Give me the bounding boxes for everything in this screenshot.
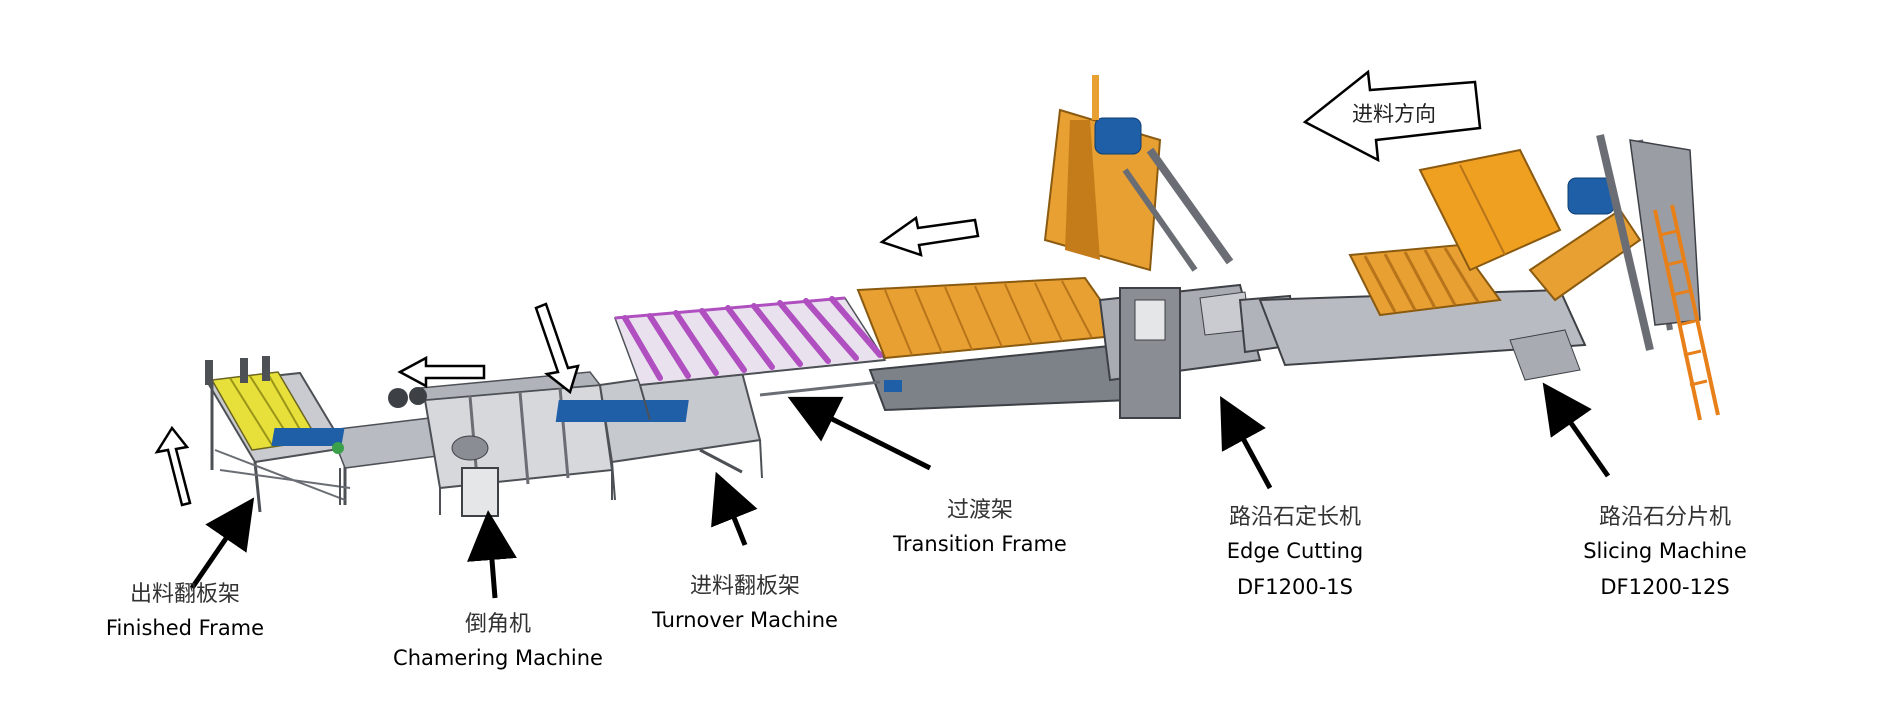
label-finished-frame: 出料翻板架 Finished Frame [85,580,285,646]
slicing-machine [1258,134,1720,421]
turnover-machine [555,296,887,501]
finished-frame-zh: 出料翻板架 [129,582,240,607]
pointer-arrows [189,382,1611,599]
feed-direction-arrow [1302,69,1482,163]
flow-arrow-left-1 [397,355,486,389]
chamfering-en: Chamering Machine [393,646,603,670]
pointer-finished-frame [189,497,255,590]
label-edge-cutting: 路沿石定长机 Edge Cutting DF1200-1S [1195,503,1395,605]
pointer-transition [787,396,932,471]
slicing-model: DF1200-12S [1600,575,1730,599]
transition-frame [759,276,1132,412]
transition-en: Transition Frame [893,532,1067,556]
chamfering-zh: 倒角机 [464,612,531,637]
flow-arrow-down [534,302,580,395]
turnover-zh: 进料翻板架 [689,574,800,599]
flow-arrow-up [154,425,192,507]
edge-cutting-model: DF1200-1S [1237,575,1353,599]
finished-frame-machine [205,356,351,513]
edge-cutting-zh: 路沿石定长机 [1228,505,1361,530]
label-turnover-machine: 进料翻板架 Turnover Machine [635,572,855,638]
turnover-en: Turnover Machine [652,608,838,632]
flow-arrows [154,69,1482,507]
slicing-zh: 路沿石分片机 [1598,505,1731,530]
link-conveyor-1 [271,417,447,505]
pointer-chamfering [467,510,517,599]
label-slicing-machine: 路沿石分片机 Slicing Machine DF1200-12S [1560,503,1770,605]
pointer-edge-cutting [1220,396,1273,490]
label-chamfering-machine: 倒角机 Chamering Machine [388,610,608,676]
pointer-slicing [1542,382,1611,478]
edge-cutting-en: Edge Cutting [1226,539,1364,563]
label-transition-frame: 过渡架 Transition Frame [875,496,1085,562]
pointer-turnover [711,471,758,546]
feed-direction-label: 进料方向 [1352,102,1436,126]
slicing-en: Slicing Machine [1583,539,1747,563]
finished-frame-en: Finished Frame [105,616,265,640]
transition-zh: 过渡架 [946,498,1013,523]
flow-arrow-left-2 [879,215,980,257]
